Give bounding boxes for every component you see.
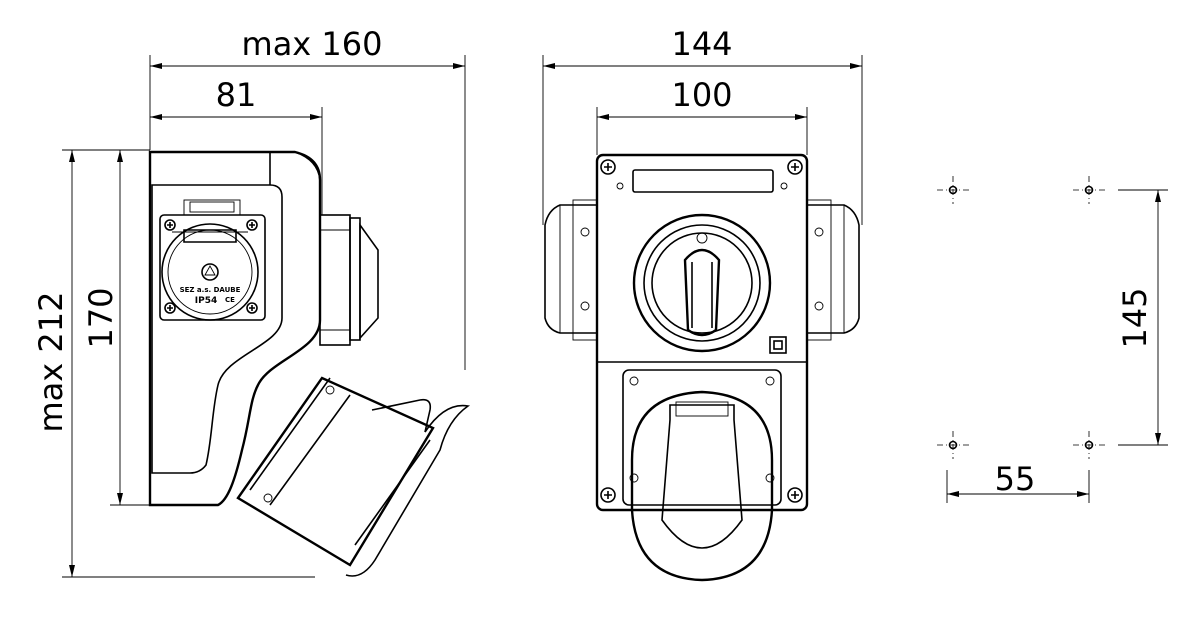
- rotary-switch-handle: [632, 213, 772, 353]
- socket-ce-label: CE: [225, 296, 235, 304]
- dim-100: 100: [596, 76, 808, 155]
- dim-max-160: max 160: [149, 25, 466, 370]
- dim-max-212-label: max 212: [32, 292, 70, 433]
- dim-81-label: 81: [216, 76, 257, 114]
- dim-170: 170: [82, 150, 150, 506]
- mounting-hole-bottom-right: [1073, 431, 1105, 459]
- front-side-socket-left: [544, 199, 598, 341]
- dim-170-label: 170: [82, 287, 120, 348]
- front-screws: [600, 159, 803, 503]
- dim-81: 81: [150, 76, 323, 215]
- front-side-socket-right: [806, 199, 860, 341]
- side-view: max 160 81 max 212 170: [32, 25, 471, 578]
- dim-max-212: max 212: [32, 149, 315, 578]
- side-switch-housing: [319, 214, 379, 346]
- dim-144-label: 144: [671, 25, 732, 63]
- dim-145-label: 145: [1116, 287, 1154, 348]
- socket-maker-label: SEZ a.s. DAUBE: [180, 286, 241, 294]
- mounting-hole-top-left: [937, 176, 969, 204]
- mounting-pattern: 145 55: [937, 176, 1168, 503]
- dim-55-label: 55: [995, 460, 1036, 498]
- mounting-hole-bottom-left: [937, 431, 969, 459]
- dim-144: 144: [542, 25, 863, 225]
- dim-100-label: 100: [671, 76, 732, 114]
- side-angled-socket: [236, 376, 471, 577]
- dim-max-160-label: max 160: [242, 25, 383, 63]
- front-bottom-socket: [622, 369, 782, 582]
- socket-ip-label: IP54: [195, 296, 217, 306]
- mounting-hole-top-right: [1073, 176, 1105, 204]
- dim-55: 55: [946, 460, 1090, 503]
- front-view: 144 100: [542, 25, 863, 582]
- lock-square-icon: [769, 336, 787, 354]
- side-socket-outlet: SEZ a.s. DAUBE IP54 CE: [159, 199, 266, 321]
- side-enclosure: [148, 150, 322, 507]
- dim-145: 145: [1116, 189, 1168, 446]
